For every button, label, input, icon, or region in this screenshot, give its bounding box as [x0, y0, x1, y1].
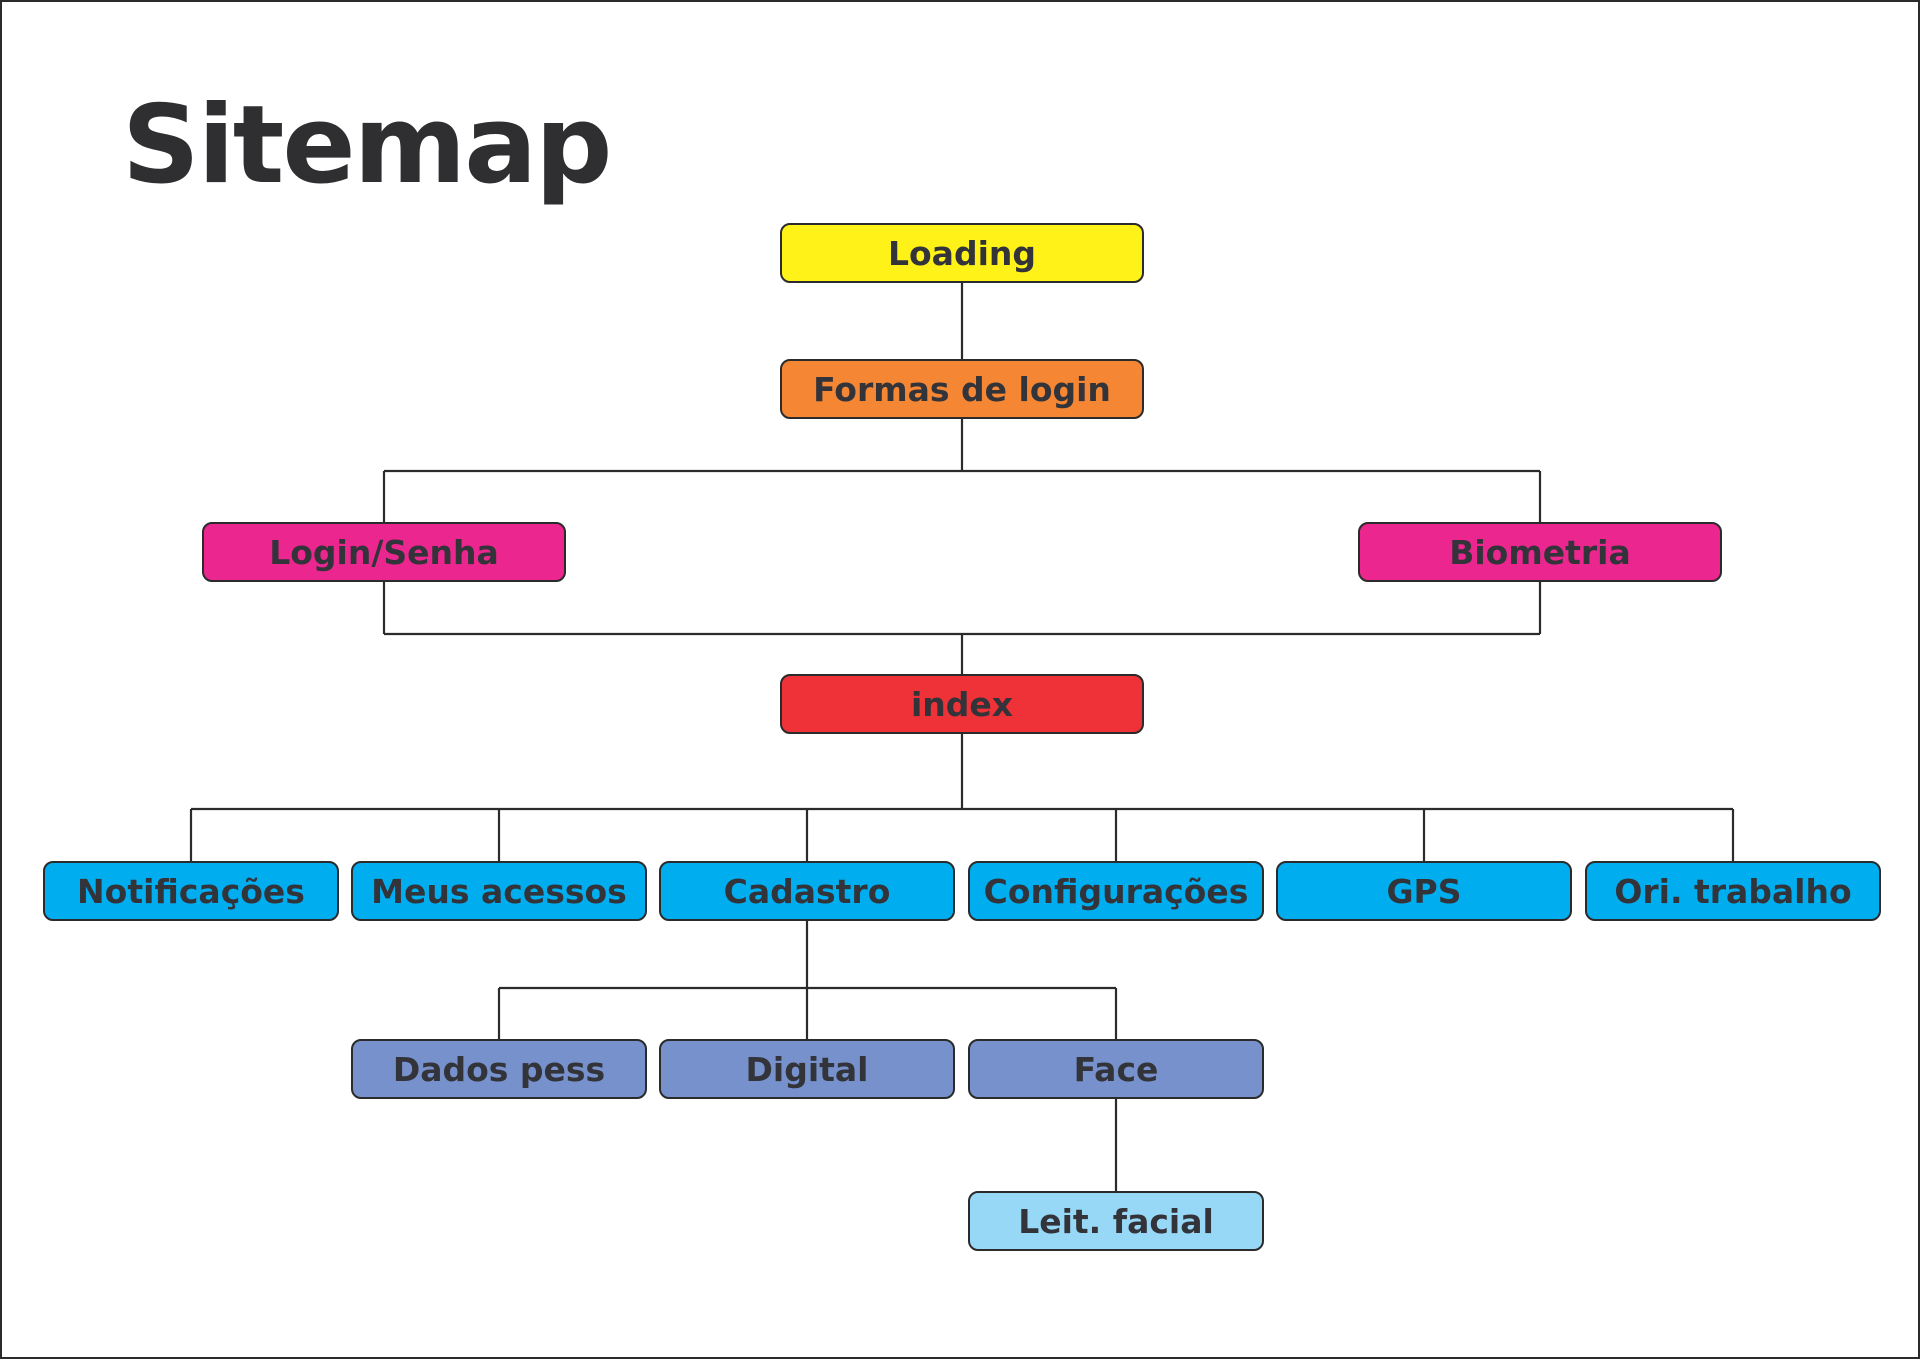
node-configuracoes[interactable]: Configurações — [968, 861, 1264, 921]
page-title: Sitemap — [122, 83, 612, 208]
node-cadastro[interactable]: Cadastro — [659, 861, 955, 921]
node-dados-pess[interactable]: Dados pess — [351, 1039, 647, 1099]
node-meus-acessos[interactable]: Meus acessos — [351, 861, 647, 921]
node-gps[interactable]: GPS — [1276, 861, 1572, 921]
node-ori-trabalho[interactable]: Ori. trabalho — [1585, 861, 1881, 921]
node-login-senha[interactable]: Login/Senha — [202, 522, 566, 582]
node-face[interactable]: Face — [968, 1039, 1264, 1099]
node-biometria[interactable]: Biometria — [1358, 522, 1722, 582]
node-notificacoes[interactable]: Notificações — [43, 861, 339, 921]
node-leit-facial[interactable]: Leit. facial — [968, 1191, 1264, 1251]
node-loading[interactable]: Loading — [780, 223, 1144, 283]
node-index[interactable]: index — [780, 674, 1144, 734]
node-formas-de-login[interactable]: Formas de login — [780, 359, 1144, 419]
node-digital[interactable]: Digital — [659, 1039, 955, 1099]
